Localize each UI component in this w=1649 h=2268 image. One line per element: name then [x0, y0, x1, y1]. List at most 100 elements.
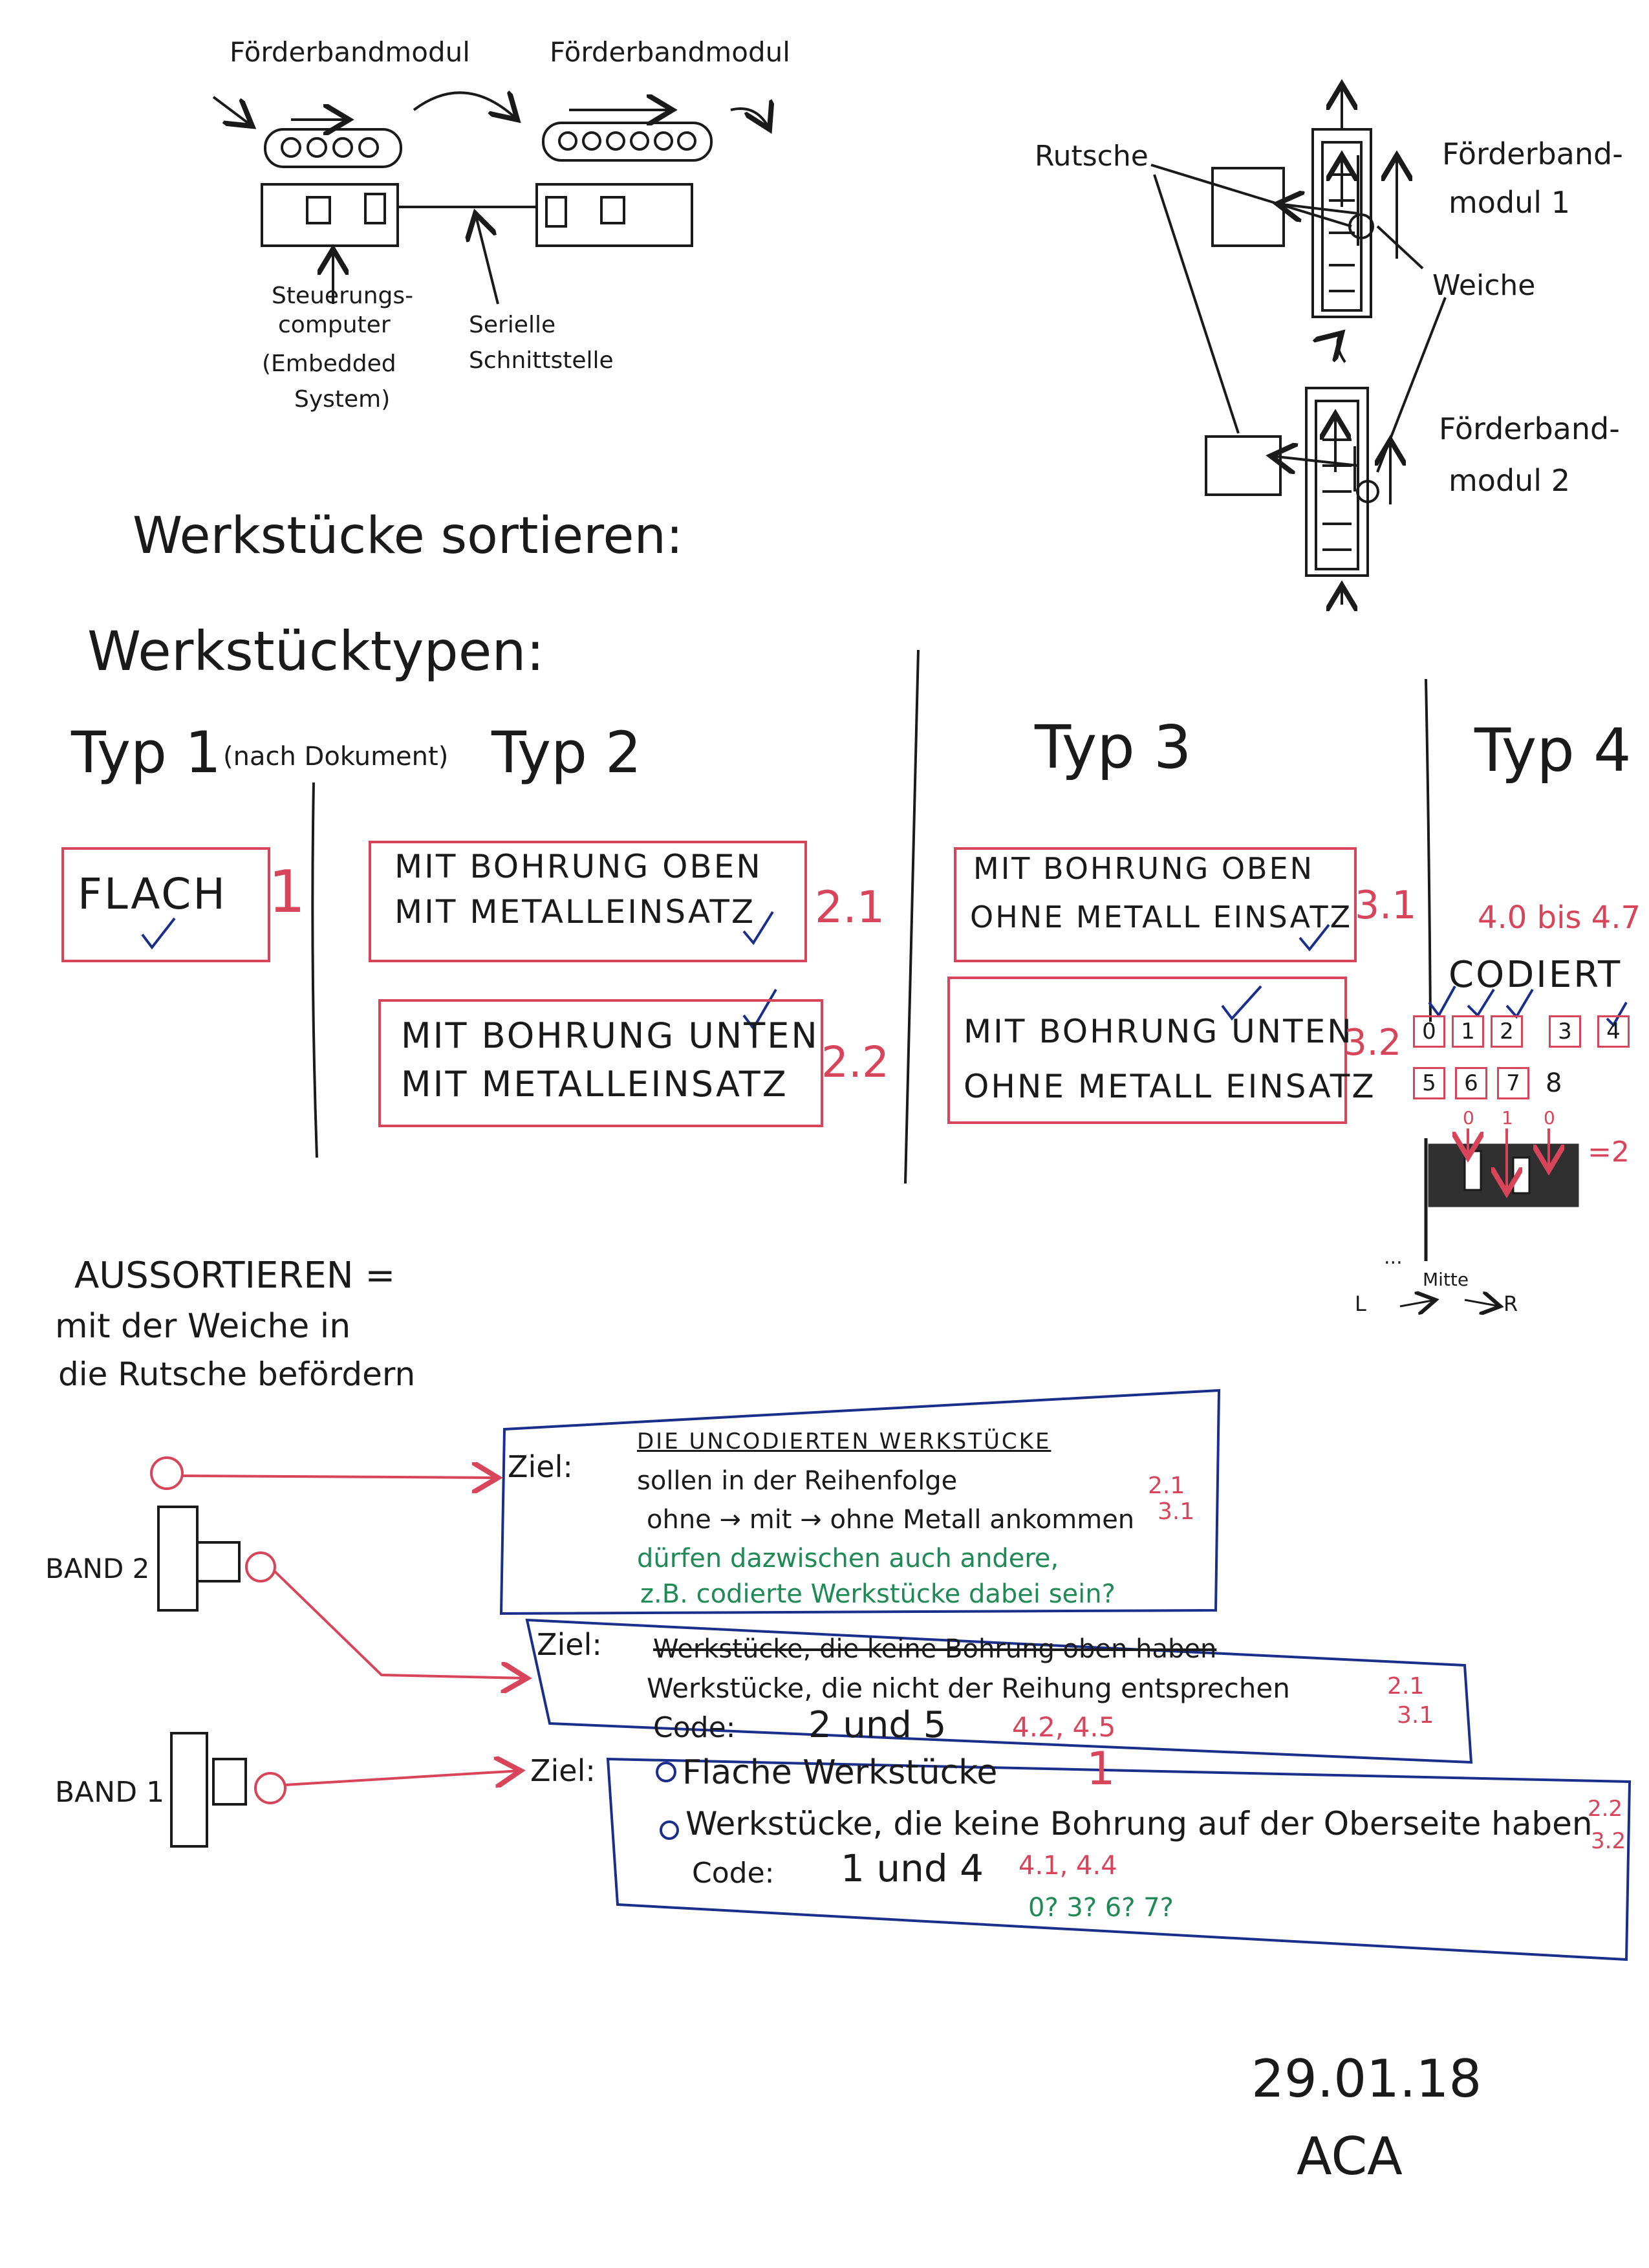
typ22-box: [378, 999, 823, 1127]
ziel3-red-codes: 4.1, 4.4: [1018, 1851, 1117, 1881]
typ31-line1: MIT BOHRUNG OBEN: [973, 851, 1315, 886]
typ21-line1: MIT BOHRUNG OBEN: [394, 848, 762, 885]
typ4-code-5: 5: [1413, 1067, 1445, 1099]
typ4-code-3: 3: [1549, 1015, 1581, 1048]
ziel3-side-2: 3.2: [1591, 1828, 1626, 1854]
conveyor-diagram: [212, 92, 770, 305]
typ4-equals: =2: [1588, 1136, 1630, 1169]
controller-line-1: Steuerungs-: [272, 283, 414, 309]
typ4-l: L: [1355, 1291, 1366, 1316]
typ32-code: 3.2: [1344, 1022, 1402, 1064]
module2-line-1: Förderband-: [1439, 411, 1620, 446]
typ1-title: Typ 1: [71, 719, 221, 786]
module1-line-2: modul 1: [1449, 185, 1570, 220]
ziel1-title: DIE UNCODIERTEN WERKSTÜCKE: [637, 1429, 1051, 1454]
ziel2-label: Ziel:: [537, 1627, 602, 1662]
typ22-line1: MIT BOHRUNG UNTEN: [401, 1015, 819, 1056]
ziel2-struck: Werkstücke, die keine Bohrung oben haben: [653, 1634, 1217, 1664]
aussortieren-line2: die Rutsche befördern: [58, 1355, 416, 1393]
typ31-line2: OHNE METALL EINSATZ: [970, 900, 1353, 934]
goal-boxes: [499, 1388, 1632, 1961]
ziel2-side-2: 3.1: [1397, 1702, 1434, 1729]
serial-line-1: Serielle: [469, 312, 556, 338]
controller-line-3: (Embedded: [262, 351, 396, 377]
typ4-code-1: 1: [1452, 1015, 1484, 1048]
aussortieren-line1: mit der Weiche in: [55, 1307, 351, 1346]
typ1-text: FLACH: [78, 869, 227, 919]
ziel1-code-1: 2.1: [1148, 1473, 1185, 1499]
band-sketch: [157, 1506, 247, 1848]
typ32-box: [947, 977, 1347, 1124]
typ21-code: 2.1: [815, 882, 885, 933]
typ32-line1: MIT BOHRUNG UNTEN: [964, 1013, 1353, 1050]
typ21-line2: MIT METALLEINSATZ: [394, 893, 756, 931]
controller-line-2: computer: [278, 312, 391, 338]
ziel2-line1: Werkstücke, die nicht der Reihung entspr…: [647, 1672, 1290, 1704]
typ2-title: Typ 2: [491, 719, 641, 786]
ziel2-side-1: 2.1: [1387, 1673, 1425, 1700]
typ32-line2: OHNE METALL EINSATZ: [964, 1068, 1376, 1105]
ziel1-line2: ohne → mit → ohne Metall ankommen: [647, 1505, 1135, 1535]
band2-label: BAND 2: [45, 1553, 150, 1584]
ziel3-side-1: 2.2: [1588, 1796, 1623, 1822]
ziel1-line1: sollen in der Reihenfolge: [637, 1466, 958, 1496]
ziel3-line1-code: 1: [1086, 1742, 1116, 1795]
typ1-box: [61, 847, 270, 962]
heading-sort: Werkstücke sortieren:: [133, 507, 684, 565]
serial-line-2: Schnittstelle: [469, 347, 614, 374]
signature-initials: ACA: [1297, 2126, 1403, 2187]
ziel1-green-1: dürfen dazwischen auch andere,: [637, 1544, 1059, 1573]
ziel1-label: Ziel:: [508, 1449, 573, 1484]
typ1-code: 1: [268, 858, 306, 926]
module1-line-1: Förderband-: [1442, 136, 1623, 171]
typ31-box: [954, 847, 1357, 962]
typ1-note: (nach Dokument): [223, 742, 449, 772]
typ4-range: 4.0 bis 4.7: [1478, 900, 1641, 936]
typ22-code: 2.2: [821, 1037, 889, 1087]
ziel2-red-codes: 4.2, 4.5: [1012, 1711, 1116, 1743]
sorting-station-diagram: [1150, 84, 1447, 605]
typ22-line2: MIT METALLEINSATZ: [401, 1064, 788, 1105]
module2-line-2: modul 2: [1449, 463, 1570, 498]
ziel2-code-value: 2 und 5: [808, 1704, 947, 1746]
typ4-bit-1: 1: [1502, 1107, 1513, 1129]
typ4-code-6: 6: [1455, 1067, 1487, 1099]
typ3-title: Typ 3: [1035, 713, 1192, 782]
heading-types: Werkstücktypen:: [87, 620, 544, 683]
typ4-dots: ...: [1384, 1246, 1403, 1269]
typ4-code-7: 7: [1497, 1067, 1529, 1099]
typ4-label: CODIERT: [1449, 954, 1622, 996]
ziel3-line2: Werkstücke, die keine Bohrung auf der Ob…: [685, 1805, 1593, 1842]
typ4-bit-0: 0: [1463, 1107, 1474, 1129]
typ4-title: Typ 4: [1474, 716, 1632, 785]
ziel3-label: Ziel:: [530, 1753, 596, 1788]
ziel3-code-label: Code:: [692, 1857, 775, 1890]
typ4-code-8: 8: [1546, 1068, 1562, 1098]
rutsche-label: Rutsche: [1035, 140, 1148, 173]
aussortieren-title: AUSSORTIEREN =: [74, 1255, 396, 1297]
ziel1-code-2: 3.1: [1158, 1498, 1195, 1525]
typ4-bit-2: 0: [1544, 1107, 1555, 1129]
typ31-code: 3.1: [1355, 883, 1417, 928]
typ4-code-4: 4: [1597, 1015, 1630, 1048]
ziel3-line1: Flache Werkstücke: [682, 1753, 998, 1792]
ziel1-green-2: z.B. codierte Werkstücke dabei sein?: [640, 1579, 1116, 1609]
typ4-code-0: 0: [1413, 1015, 1445, 1048]
ziel3-green: 0? 3? 6? 7?: [1028, 1893, 1174, 1923]
typ4-barcode: [1399, 1129, 1579, 1306]
typ21-box: [369, 841, 807, 962]
red-connectors: [150, 1456, 527, 1804]
controller-line-4: System): [294, 386, 391, 413]
band1-label: BAND 1: [55, 1776, 165, 1809]
signature-date: 29.01.18: [1251, 2049, 1482, 2109]
module-label-2: Förderbandmodul: [550, 36, 790, 68]
typ4-code-2: 2: [1491, 1015, 1523, 1048]
typ4-r: R: [1503, 1291, 1518, 1316]
ziel2-code-label: Code:: [653, 1711, 736, 1744]
list-bullets: [656, 1762, 679, 1840]
weiche-label: Weiche: [1432, 269, 1536, 302]
type-dividers: [311, 649, 1432, 1184]
module-label-1: Förderbandmodul: [230, 36, 470, 68]
typ4-mitte: Mitte: [1423, 1269, 1469, 1290]
